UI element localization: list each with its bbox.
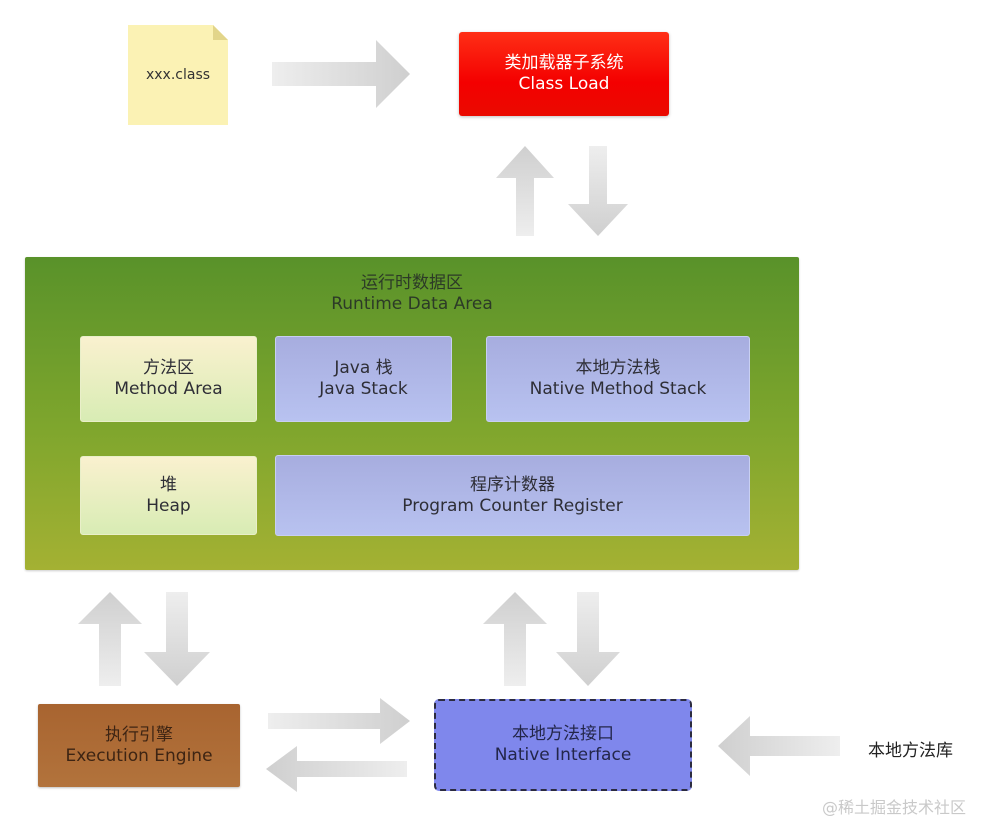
method-area-en: Method Area bbox=[114, 379, 223, 399]
execution-engine-box: 执行引擎 Execution Engine bbox=[38, 704, 240, 787]
class-loader-zh: 类加载器子系统 bbox=[504, 53, 624, 73]
program-counter-register-box: 程序计数器 Program Counter Register bbox=[275, 455, 750, 536]
heap-en: Heap bbox=[146, 495, 191, 516]
arrow-up-engine-to-runtime bbox=[78, 592, 142, 686]
java-stack-box: Java 栈 Java Stack bbox=[275, 336, 452, 422]
class-file-note: xxx.class bbox=[128, 25, 228, 125]
runtime-title-en: Runtime Data Area bbox=[331, 294, 493, 314]
class-loader-en: Class Load bbox=[518, 74, 610, 94]
pc-register-en: Program Counter Register bbox=[402, 495, 623, 516]
execution-engine-en: Execution Engine bbox=[65, 745, 213, 766]
arrow-up-runtime-to-loader bbox=[496, 146, 554, 236]
heap-box: 堆 Heap bbox=[80, 456, 257, 535]
class-loader-subsystem: 类加载器子系统 Class Load bbox=[459, 32, 669, 116]
pc-register-zh: 程序计数器 bbox=[470, 474, 555, 495]
method-area-box: 方法区 Method Area bbox=[80, 336, 257, 422]
runtime-title-zh: 运行时数据区 bbox=[361, 273, 463, 293]
native-method-stack-en: Native Method Stack bbox=[529, 379, 707, 399]
arrow-library-to-interface bbox=[718, 716, 840, 776]
native-interface-en: Native Interface bbox=[494, 745, 632, 765]
method-area-zh: 方法区 bbox=[143, 358, 194, 378]
arrow-interface-to-engine bbox=[266, 746, 407, 792]
native-method-stack-zh: 本地方法栈 bbox=[575, 358, 661, 378]
arrow-up-interface-to-runtime bbox=[483, 592, 547, 686]
arrow-down-runtime-to-interface bbox=[556, 592, 620, 686]
java-stack-zh: Java 栈 bbox=[334, 358, 393, 378]
arrow-down-runtime-to-engine bbox=[144, 592, 210, 686]
native-method-stack-box: 本地方法栈 Native Method Stack bbox=[486, 336, 750, 422]
arrow-engine-to-interface bbox=[268, 698, 410, 744]
heap-zh: 堆 bbox=[160, 474, 177, 495]
arrow-file-to-class-loader bbox=[272, 40, 410, 108]
execution-engine-zh: 执行引擎 bbox=[105, 724, 173, 745]
runtime-data-area-title: 运行时数据区 Runtime Data Area bbox=[25, 273, 799, 315]
native-interface-zh: 本地方法接口 bbox=[512, 724, 614, 744]
native-interface-box: 本地方法接口 Native Interface bbox=[434, 699, 692, 791]
class-file-label: xxx.class bbox=[145, 67, 211, 83]
native-method-library-label: 本地方法库 bbox=[868, 741, 953, 761]
watermark: @稀土掘金技术社区 bbox=[822, 798, 967, 817]
arrow-down-loader-to-runtime bbox=[568, 146, 628, 236]
java-stack-en: Java Stack bbox=[319, 379, 408, 399]
